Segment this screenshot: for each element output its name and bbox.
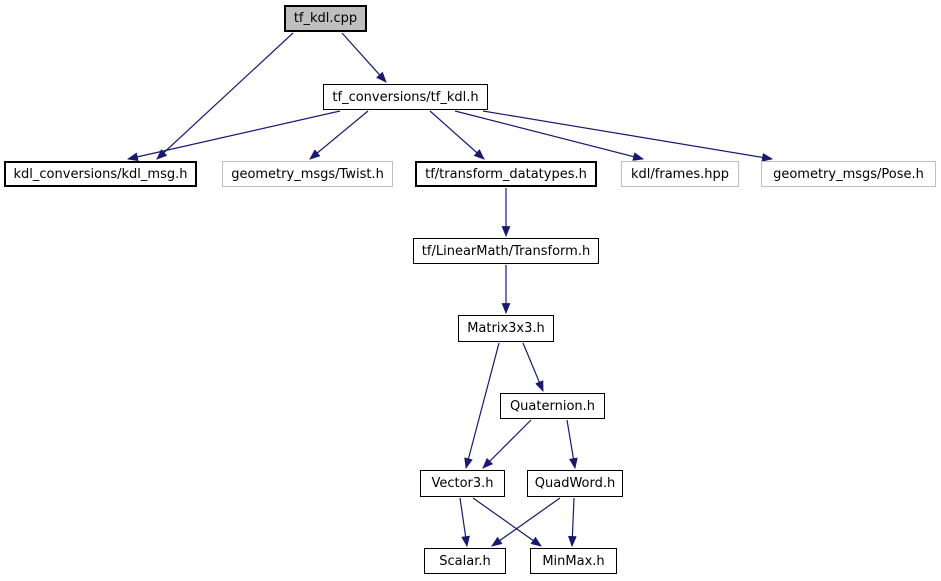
graph-node-tf_linearmath_transform_h[interactable]: tf/LinearMath/Transform.h (413, 238, 599, 264)
graph-node-tf_kdl_cpp: tf_kdl.cpp (284, 5, 367, 32)
graph-node-kdl_frames_hpp: kdl/frames.hpp (621, 161, 739, 187)
edge-matrix3x3_h-to-quaternion_h (522, 342, 544, 393)
edge-matrix3x3_h-to-vector3_h (464, 342, 500, 470)
edge-quaternion_h-to-quadword_h (566, 419, 578, 470)
edge-tf_conversions_tf_kdl_h-to-kdl_conversions_kdl_msg_h (126, 110, 341, 162)
graph-node-geometry_msgs_twist_h: geometry_msgs/Twist.h (222, 161, 393, 187)
graph-node-label: Matrix3x3.h (467, 321, 545, 336)
graph-node-label: Scalar.h (439, 553, 491, 569)
graph-node-label: tf/LinearMath/Transform.h (421, 243, 591, 259)
graph-node-geometry_msgs_pose_h: geometry_msgs/Pose.h (761, 161, 936, 187)
graph-node-quadword_h[interactable]: QuadWord.h (527, 470, 623, 497)
edge-quadword_h-to-scalar_h (491, 497, 561, 547)
graph-node-label: geometry_msgs/Pose.h (773, 166, 924, 182)
graph-node-label: Quaternion.h (509, 398, 596, 414)
graph-node-label: QuadWord.h (534, 476, 616, 491)
graph-node-quaternion_h[interactable]: Quaternion.h (500, 393, 605, 419)
graph-node-label: tf/transform_datatypes.h (425, 166, 587, 182)
edge-tf_kdl_cpp-to-tf_conversions_tf_kdl_h (341, 32, 387, 83)
graph-node-label: MinMax.h (542, 553, 605, 569)
edge-quaternion_h-to-vector3_h (482, 419, 532, 469)
graph-node-kdl_conversions_kdl_msg_h[interactable]: kdl_conversions/kdl_msg.h (4, 161, 197, 187)
edge-vector3_h-to-minmax_h (472, 497, 542, 547)
edge-tf_conversions_tf_kdl_h-to-tf_transform_datatypes_h (429, 110, 485, 160)
edge-tf_conversions_tf_kdl_h-to-geometry_msgs_twist_h (309, 110, 369, 160)
graph-node-label: geometry_msgs/Twist.h (231, 166, 384, 182)
edge-quadword_h-to-minmax_h (568, 497, 577, 548)
edge-tf_conversions_tf_kdl_h-to-geometry_msgs_pose_h (482, 110, 774, 162)
graph-node-label: Vector3.h (431, 476, 494, 491)
graph-node-minmax_h[interactable]: MinMax.h (530, 548, 617, 574)
graph-node-label: tf_conversions/tf_kdl.h (332, 89, 479, 105)
graph-node-tf_conversions_tf_kdl_h[interactable]: tf_conversions/tf_kdl.h (323, 84, 488, 110)
graph-node-label: tf_kdl.cpp (293, 11, 358, 26)
graph-node-scalar_h[interactable]: Scalar.h (424, 548, 506, 574)
graph-node-matrix3x3_h[interactable]: Matrix3x3.h (458, 315, 554, 342)
edge-tf_conversions_tf_kdl_h-to-kdl_frames_hpp (454, 110, 645, 161)
graph-node-label: kdl_conversions/kdl_msg.h (13, 166, 188, 182)
edge-tf_kdl_cpp-to-kdl_conversions_kdl_msg_h (156, 32, 294, 160)
graph-node-vector3_h[interactable]: Vector3.h (420, 470, 505, 497)
graph-node-tf_transform_datatypes_h[interactable]: tf/transform_datatypes.h (415, 161, 597, 187)
graph-node-label: kdl/frames.hpp (631, 166, 729, 182)
edge-vector3_h-to-scalar_h (459, 497, 470, 548)
